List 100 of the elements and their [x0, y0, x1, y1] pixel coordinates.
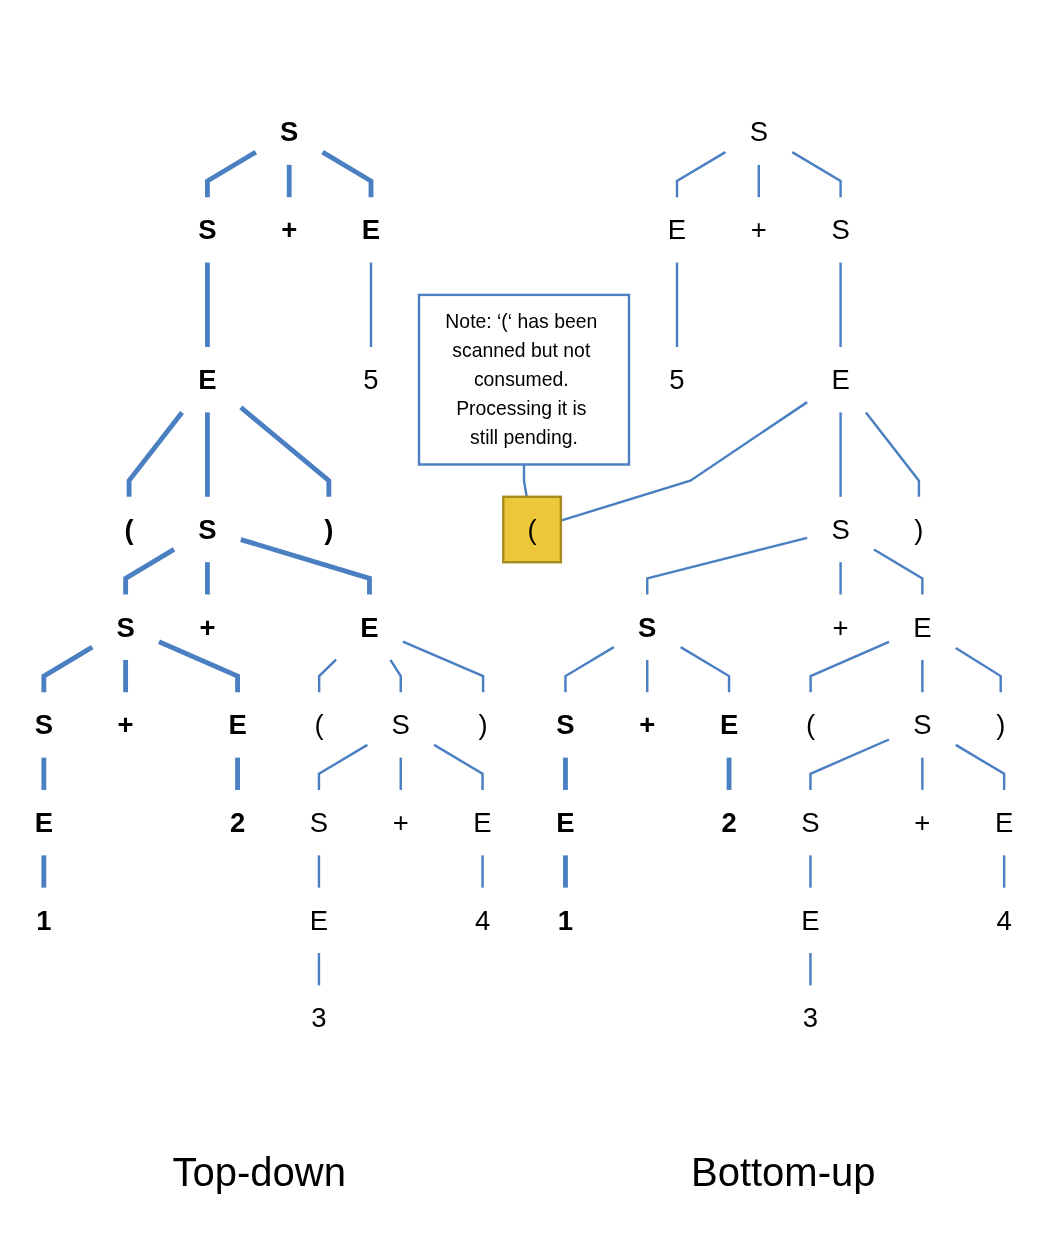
connector: [433, 743, 484, 790]
connector: [239, 405, 332, 497]
node-text: E: [719, 709, 739, 740]
connector: [1002, 855, 1006, 888]
node-text: S: [309, 806, 329, 838]
connector: [402, 640, 485, 693]
node-box: Note: ‘(‘ has been scanned but not consumed. Processing it is still pending.: [417, 293, 631, 466]
node-text: S: [34, 709, 54, 740]
connector: [873, 548, 924, 595]
node-text: S: [913, 709, 932, 740]
node-text: S: [280, 116, 299, 147]
node-text: S: [638, 611, 657, 643]
node-text: +: [750, 214, 767, 245]
connector: [41, 855, 47, 888]
node-text: S: [831, 214, 850, 245]
connector: [791, 150, 842, 198]
caption-text: Top-down: [172, 1150, 346, 1195]
node-text: S: [198, 513, 217, 545]
node-text: 3: [802, 1002, 819, 1033]
connector: [839, 262, 842, 347]
node-text: 1: [36, 904, 52, 936]
node-text: +: [117, 709, 134, 740]
node-text: 4: [474, 904, 491, 936]
node-text: ): [324, 513, 334, 545]
node-text: E: [228, 709, 247, 740]
node-text: S: [198, 214, 217, 245]
node-text: E: [361, 214, 381, 245]
node-text: +: [832, 611, 849, 643]
node-text: E: [994, 806, 1014, 838]
node-text: E: [198, 363, 217, 395]
connector: [286, 164, 292, 198]
connector: [321, 149, 374, 198]
node-text: 5: [669, 363, 685, 395]
connector: [809, 738, 890, 790]
connector: [726, 757, 732, 790]
connector: [123, 547, 176, 595]
node-text: E: [473, 806, 492, 838]
connector: [205, 262, 210, 347]
node-text: 1: [557, 904, 574, 936]
node-text: 3: [311, 1002, 327, 1033]
connector: [675, 262, 679, 347]
connector: [399, 757, 402, 790]
connector: [563, 855, 568, 888]
node-text: S: [391, 709, 410, 740]
connector: [680, 646, 731, 693]
connector: [955, 743, 1006, 790]
node-box: (: [502, 495, 563, 564]
connector: [675, 150, 727, 198]
node-text: 4: [996, 904, 1012, 936]
connector: [865, 411, 921, 497]
connector: [205, 562, 210, 595]
node-text: ): [478, 709, 488, 740]
connector: [522, 464, 528, 497]
connector: [921, 757, 924, 790]
node-text: E: [556, 806, 575, 838]
node-text: 5: [363, 363, 379, 395]
node-text: E: [309, 904, 329, 936]
node-text: (: [124, 513, 134, 545]
connector: [126, 410, 184, 497]
connector: [563, 757, 568, 790]
node-text: S: [556, 709, 575, 740]
connector: [809, 640, 890, 693]
connector: [921, 659, 924, 693]
connector: [481, 855, 484, 888]
node-text: E: [360, 611, 379, 643]
connector: [158, 639, 240, 693]
connector: [317, 952, 321, 986]
connector: [205, 412, 210, 497]
connector: [235, 757, 240, 790]
node-text: 2: [721, 806, 737, 838]
connector: [205, 149, 258, 198]
connector: [646, 536, 808, 595]
node-text: S: [801, 806, 820, 838]
node-text: +: [639, 709, 656, 740]
node-text: +: [914, 806, 931, 838]
connector: [317, 855, 321, 888]
node-text: (: [314, 709, 324, 740]
connector: [389, 659, 402, 693]
node-text: ): [914, 513, 924, 545]
node-text: E: [913, 611, 932, 643]
node-text: E: [34, 806, 54, 838]
node-text: +: [199, 611, 216, 643]
connector: [839, 412, 842, 497]
connector: [369, 262, 373, 347]
node-text: +: [392, 806, 409, 838]
connector: [839, 562, 842, 595]
node-text: S: [831, 513, 850, 545]
node-text: (: [806, 709, 816, 740]
node-text: E: [831, 363, 850, 395]
caption-text: Bottom-up: [690, 1150, 876, 1195]
connector: [646, 659, 649, 693]
connector: [560, 401, 808, 522]
connector: [41, 644, 94, 693]
connector: [240, 537, 372, 595]
connector: [955, 646, 1002, 693]
connector: [123, 659, 129, 693]
connector: [317, 743, 368, 790]
node-text: S: [749, 116, 768, 147]
connector: [809, 855, 812, 888]
node-text: E: [801, 904, 820, 936]
